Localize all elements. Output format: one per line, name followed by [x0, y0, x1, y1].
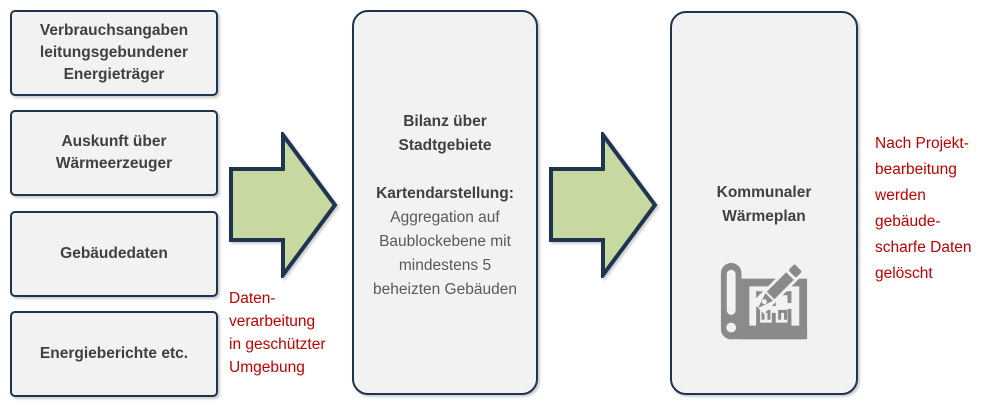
input-box-energieberichte: Energieberichte etc. [10, 311, 218, 397]
process-box-subtitle: Kartendarstellung: [376, 184, 514, 202]
process-box-title: Bilanz über Stadtgebiete [398, 112, 492, 154]
process-box-body: Aggregation auf Baublockebene mit mindes… [373, 208, 517, 298]
result-box-title: Kommunaler Wärmeplan [716, 184, 812, 225]
right-arrow-icon [229, 132, 338, 278]
right-arrow-icon [549, 132, 658, 278]
result-box-waermeplan: Kommunaler Wärmeplan [670, 11, 858, 395]
input-box-label: Auskunft über Wärmeerzeuger [55, 133, 173, 172]
pencil-icon [752, 259, 807, 314]
input-box-verbrauchsangaben: Verbrauchsangaben leitungsgebundener Ene… [10, 10, 218, 96]
annotation-protected-processing: Daten- verarbeitung in geschützter Umgeb… [229, 290, 326, 376]
input-box-auskunft-waermeerzeuger: Auskunft über Wärmeerzeuger [10, 110, 218, 196]
input-box-label: Verbrauchsangaben leitungsgebundener Ene… [39, 22, 189, 83]
input-box-gebaeudedaten: Gebäudedaten [10, 211, 218, 297]
input-box-label: Energieberichte etc. [39, 345, 189, 362]
blueprint-pencil-icon [720, 259, 808, 340]
process-box-bilanz: Bilanz über Stadtgebiete Kartendarstellu… [352, 10, 538, 395]
input-box-label: Gebäudedaten [60, 245, 168, 262]
annotation-data-deletion: Nach Projekt- bearbeitung werden gebäude… [875, 135, 972, 282]
